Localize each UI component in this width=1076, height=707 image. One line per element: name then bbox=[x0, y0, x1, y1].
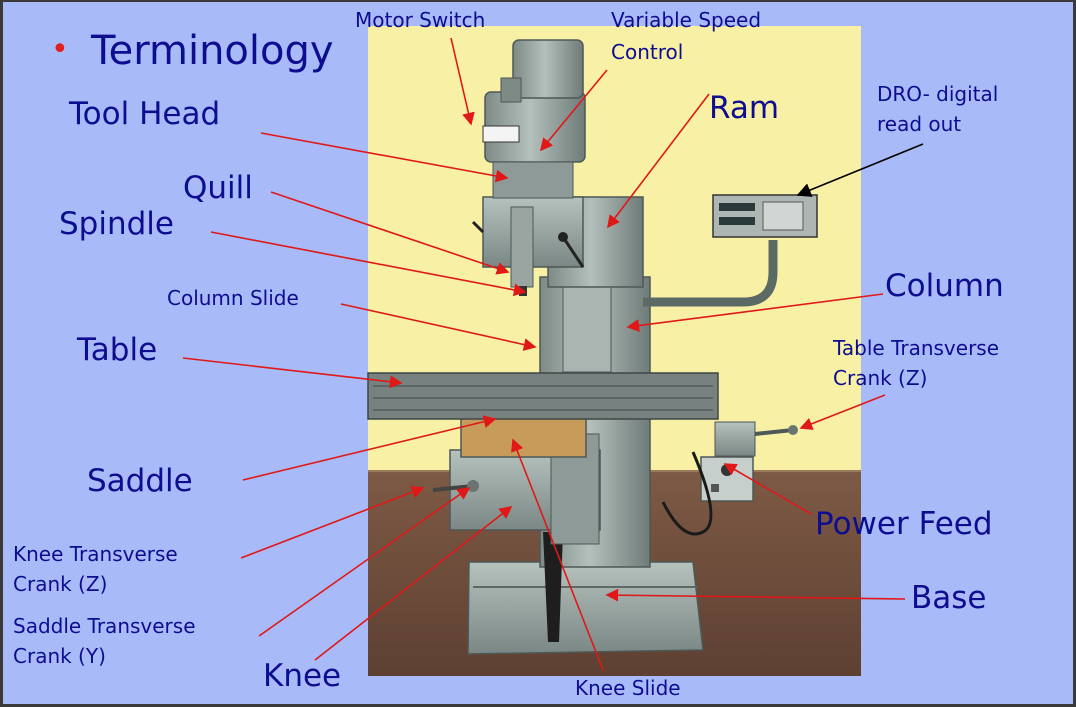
slide: • Terminology Motor Switch Variable Spee… bbox=[3, 2, 1073, 704]
label-knee-transverse-line1: Knee Transverse bbox=[13, 544, 178, 566]
leader-table bbox=[183, 358, 401, 383]
leader-knee bbox=[315, 507, 511, 660]
label-variable-speed-line2: Control bbox=[611, 42, 683, 64]
title-bullet: • bbox=[51, 32, 69, 67]
leader-knee-transverse bbox=[241, 488, 423, 558]
leader-ram bbox=[608, 94, 709, 227]
leader-quill bbox=[271, 192, 508, 272]
leader-dro bbox=[798, 144, 923, 195]
label-variable-speed-line1: Variable Speed bbox=[611, 10, 761, 32]
label-knee: Knee bbox=[263, 660, 341, 693]
leader-motor-switch bbox=[451, 38, 471, 124]
leader-table-transverse bbox=[801, 395, 885, 428]
label-knee-transverse-line2: Crank (Z) bbox=[13, 574, 107, 596]
label-saddle: Saddle bbox=[87, 465, 193, 498]
label-table: Table bbox=[77, 334, 157, 367]
leader-saddle bbox=[243, 419, 495, 480]
label-ram: Ram bbox=[709, 92, 779, 125]
slide-title: Terminology bbox=[91, 28, 334, 74]
leader-column bbox=[628, 294, 883, 327]
label-motor-switch: Motor Switch bbox=[355, 10, 485, 32]
label-table-transverse-line1: Table Transverse bbox=[833, 338, 999, 360]
label-power-feed: Power Feed bbox=[815, 508, 993, 541]
label-knee-slide: Knee Slide bbox=[575, 678, 681, 700]
label-dro-line2: read out bbox=[877, 114, 961, 136]
label-saddle-transverse-line2: Crank (Y) bbox=[13, 646, 106, 668]
leader-knee-slide bbox=[513, 440, 603, 670]
label-quill: Quill bbox=[183, 172, 253, 205]
label-dro-line1: DRO- digital bbox=[877, 84, 998, 106]
leader-power-feed bbox=[725, 464, 811, 514]
label-column: Column bbox=[885, 270, 1004, 303]
label-base: Base bbox=[911, 582, 987, 615]
leader-variable-speed bbox=[541, 70, 607, 150]
label-saddle-transverse-line1: Saddle Transverse bbox=[13, 616, 196, 638]
label-tool-head: Tool Head bbox=[69, 98, 220, 131]
leader-base bbox=[607, 595, 905, 599]
leader-tool-head bbox=[261, 133, 507, 178]
label-spindle: Spindle bbox=[59, 208, 174, 241]
label-table-transverse-line2: Crank (Z) bbox=[833, 368, 927, 390]
label-column-slide: Column Slide bbox=[167, 288, 299, 310]
leader-column-slide bbox=[341, 304, 535, 347]
